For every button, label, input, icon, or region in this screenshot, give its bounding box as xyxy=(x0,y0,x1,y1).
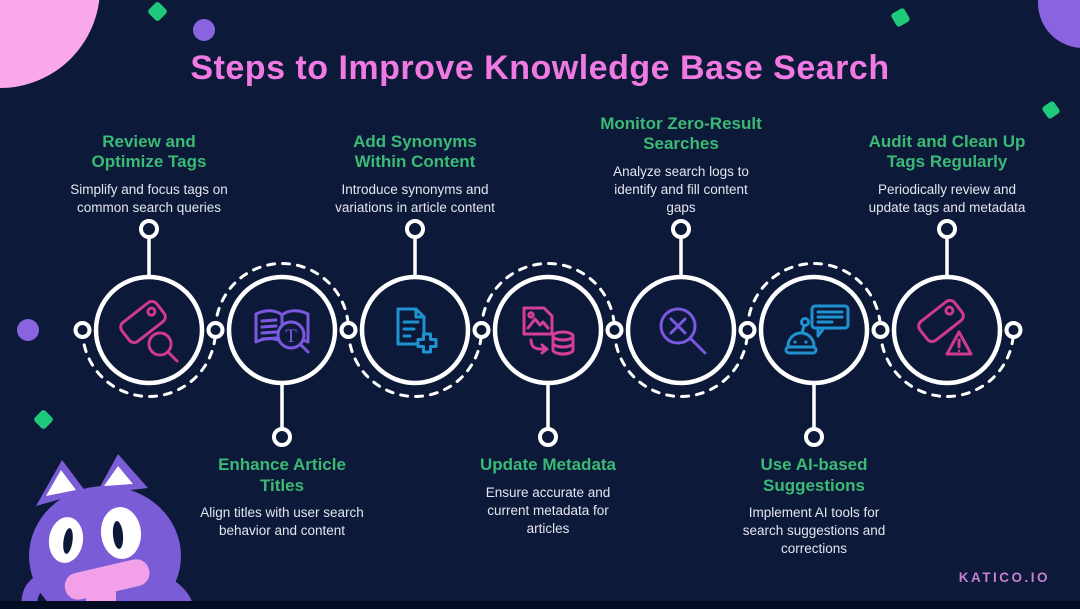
tag-warning-icon xyxy=(917,298,973,356)
step-1-description: Simplify and focus tags on common search… xyxy=(70,182,228,216)
step-connectors-bottom xyxy=(280,381,816,430)
page-title: Steps to Improve Knowledge Base Search xyxy=(190,49,890,87)
step-2-title: Enhance Article Titles xyxy=(218,455,346,495)
connector-end-rings-bottom xyxy=(272,427,824,447)
step-5-title: Monitor Zero-Result Searches xyxy=(600,113,762,154)
step-4-text: Update Metadata Ensure accurate and curr… xyxy=(443,455,653,538)
chain-rings xyxy=(73,321,1023,339)
step-connectors-top xyxy=(147,236,949,279)
robot-chat-icon xyxy=(784,304,850,355)
dashed-chain xyxy=(81,262,1015,398)
purple-dot xyxy=(17,319,39,341)
step-2-text: Enhance Article Titles Align titles with… xyxy=(177,455,387,540)
step-1-title: Review and Optimize Tags xyxy=(91,131,207,172)
step-6-text: Use AI-based Suggestions Implement AI to… xyxy=(709,455,919,558)
cat-eyes xyxy=(48,507,142,563)
brand-logo-text: KATICO.IO xyxy=(958,570,1050,585)
cat-mascot xyxy=(21,454,195,609)
purple-dot xyxy=(193,19,215,41)
step-1-text: Review and Optimize Tags Simplify and fo… xyxy=(44,100,254,217)
step-4-description: Ensure accurate and current metadata for… xyxy=(485,484,611,536)
step-3-title: Add Synonyms Within Content xyxy=(353,131,477,172)
image-to-database-icon xyxy=(522,306,575,356)
step-3-description: Introduce synonyms and variations in art… xyxy=(335,182,495,216)
bottom-strip xyxy=(0,601,1080,609)
step-6-title: Use AI-based Suggestions xyxy=(760,455,868,495)
search-zero-result-icon xyxy=(659,307,707,355)
cat-inner-ear-left xyxy=(46,470,76,496)
step-5-text: Monitor Zero-Result Searches Analyze sea… xyxy=(576,100,786,217)
book-letter-glyph: T xyxy=(285,326,297,347)
step-7-title: Audit and Clean Up Tags Regularly xyxy=(868,131,1026,172)
step-3-text: Add Synonyms Within Content Introduce sy… xyxy=(310,100,520,217)
step-7-text: Audit and Clean Up Tags Regularly Period… xyxy=(842,100,1052,217)
step-6-description: Implement AI tools for search suggestion… xyxy=(742,505,886,557)
cat-inner-ear-right xyxy=(104,466,133,486)
step-7-description: Periodically review and update tags and … xyxy=(868,182,1026,216)
step-circles xyxy=(93,274,1003,386)
book-typography-icon: T xyxy=(254,309,310,354)
step-5-description: Analyze search logs to identify and fill… xyxy=(613,164,749,216)
step-4-title: Update Metadata xyxy=(479,455,617,474)
connector-end-rings-top xyxy=(139,219,957,239)
tag-search-icon xyxy=(119,299,179,363)
document-add-icon xyxy=(396,307,438,354)
step-2-description: Align titles with user search behavior a… xyxy=(200,505,364,539)
